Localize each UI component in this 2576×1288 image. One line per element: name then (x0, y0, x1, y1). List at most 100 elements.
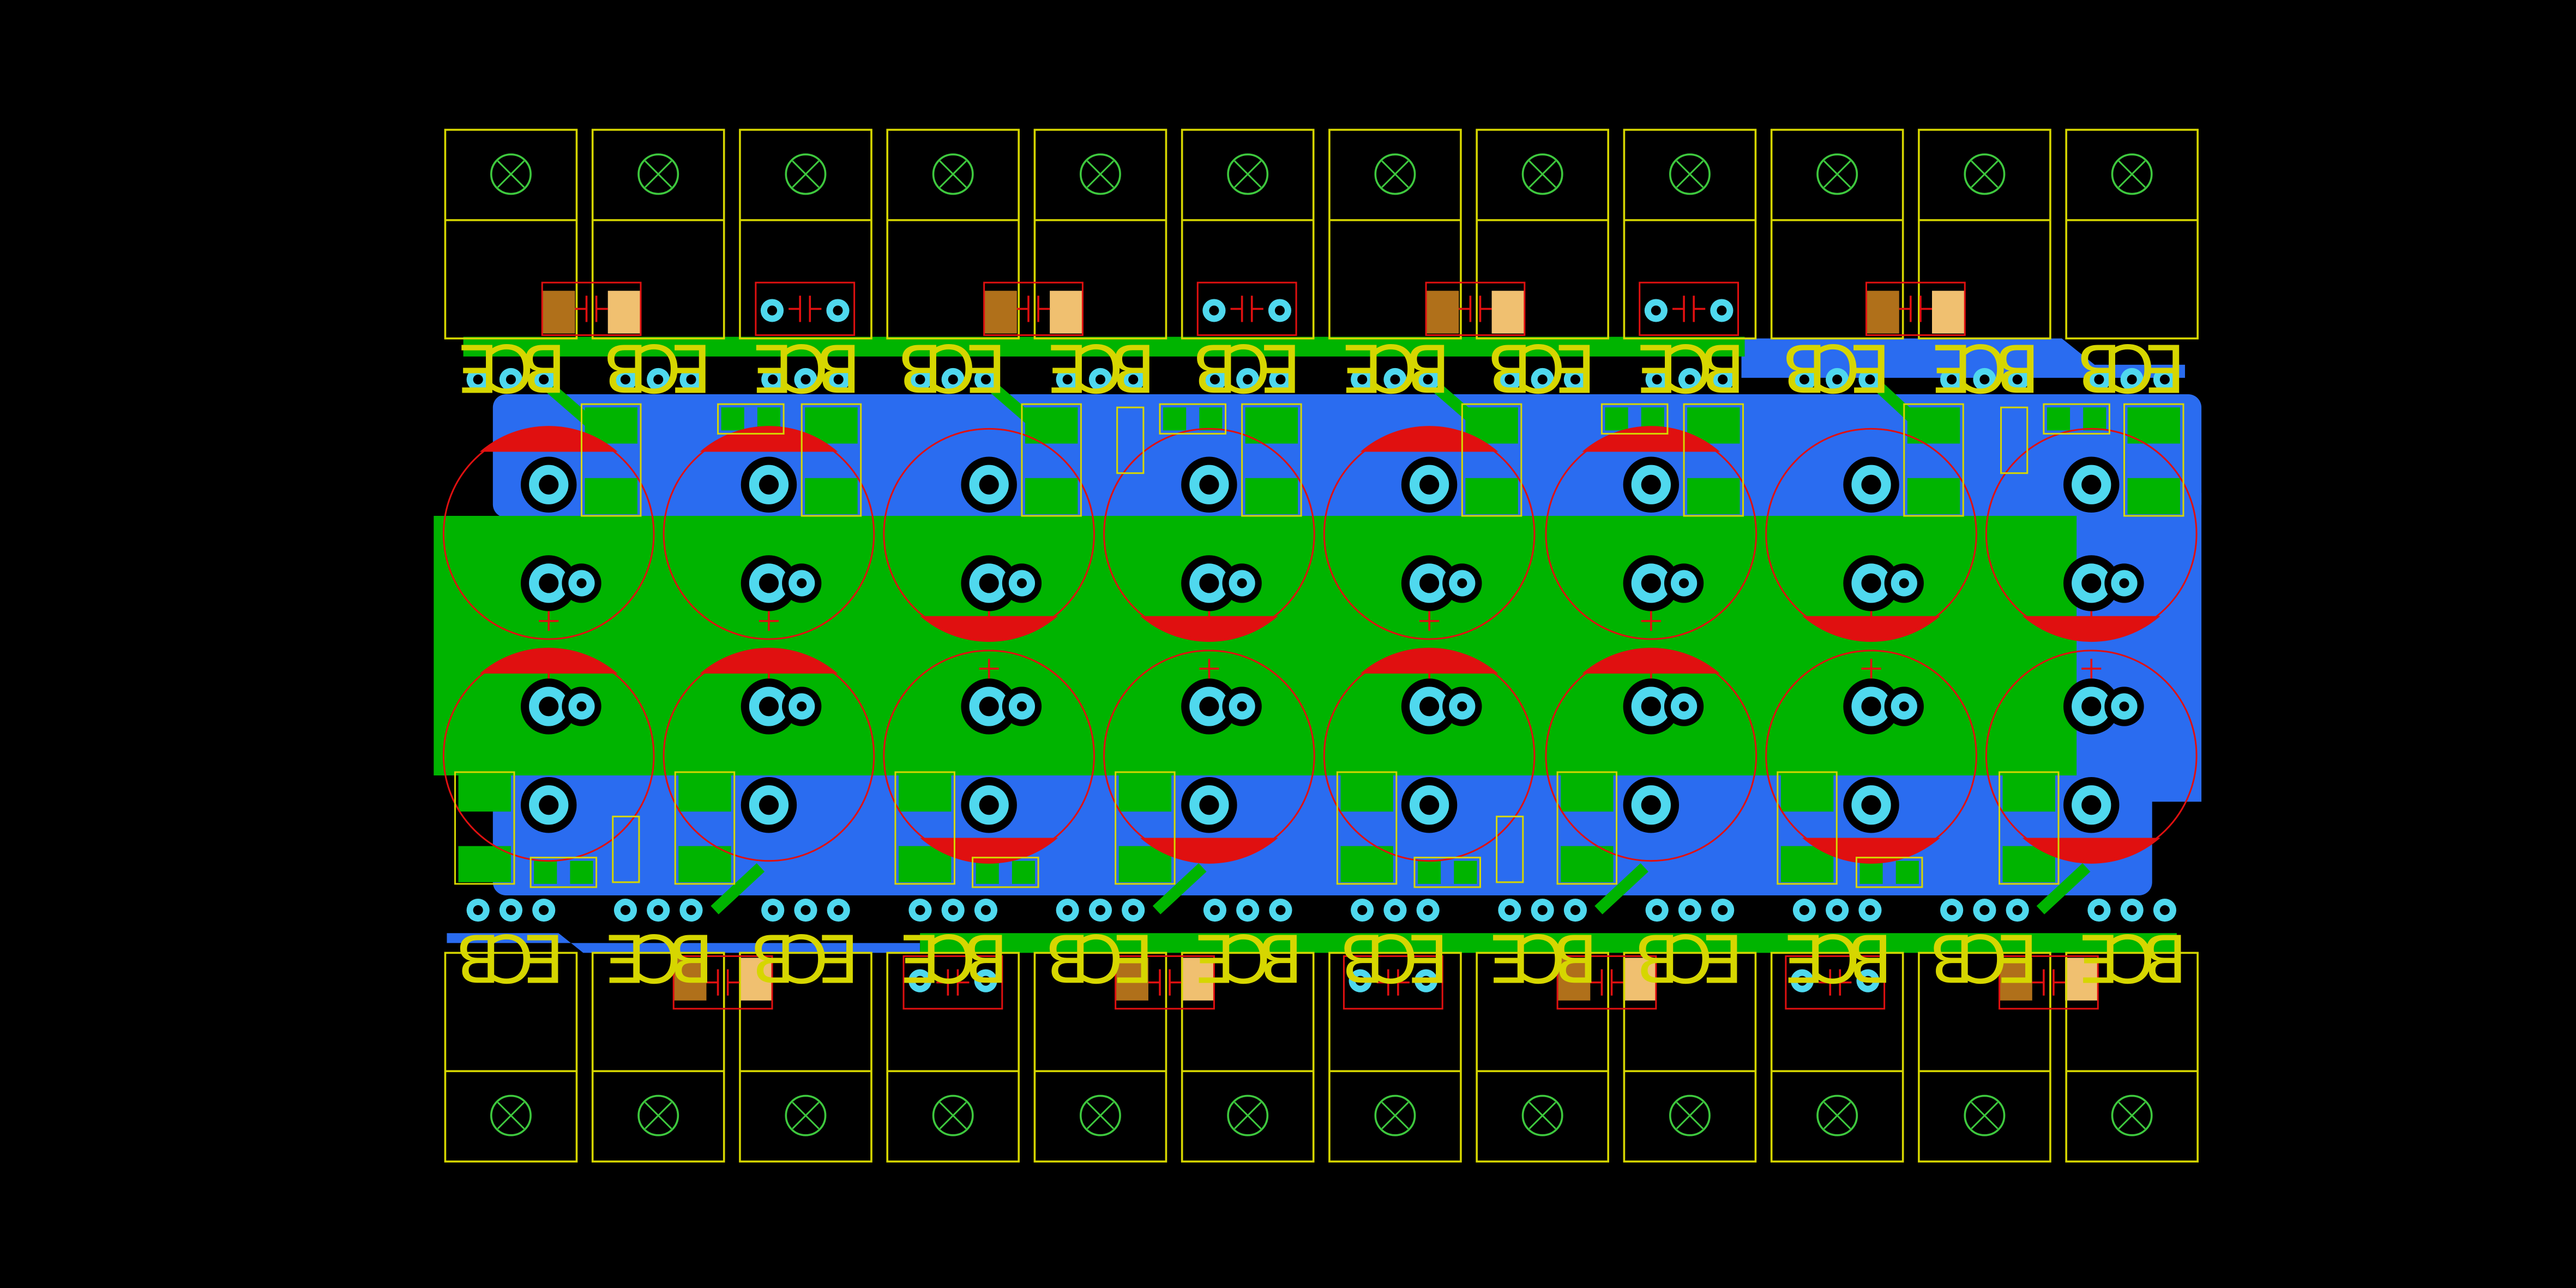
electrolytic-cap-outline (1765, 649, 1977, 862)
drill-hole (2081, 474, 2102, 495)
drill-hole (1865, 374, 1875, 384)
pin-label: C (1667, 919, 1713, 995)
pin-label: B (1340, 919, 1385, 995)
resistor-pad (678, 846, 731, 882)
pin-label: C (1667, 329, 1713, 406)
pin-label: E (1849, 329, 1891, 406)
transistor-outline-bottom (1328, 952, 1462, 1163)
drill-hole (1274, 305, 1285, 316)
pin-label: E (899, 919, 941, 995)
pin-label: B (1193, 329, 1238, 406)
cap-courtyard (1785, 955, 1886, 1010)
electrolytic-cap-outline (1103, 649, 1315, 862)
drill-hole (1419, 795, 1440, 815)
drill-hole (1016, 701, 1027, 712)
plus-mark-icon (759, 611, 779, 631)
pin-label: B (816, 329, 861, 406)
drill-hole (1423, 905, 1433, 916)
plus-mark-icon (539, 659, 559, 679)
cap-courtyard (1196, 281, 1297, 336)
capacitor-symbol-icon (575, 296, 608, 322)
capacitor-symbol-icon (2032, 969, 2066, 996)
drill-hole (620, 374, 630, 384)
pin-label: C (1372, 329, 1418, 406)
pin-label: B (1847, 919, 1893, 995)
drill-hole (979, 696, 999, 717)
resistor-outline (801, 403, 862, 517)
electrolytic-cap-outline (442, 428, 655, 640)
smd-pad (1491, 291, 1525, 334)
drill-hole (767, 305, 778, 316)
pin-label: E (1341, 329, 1383, 406)
small-resistor-outline (529, 857, 598, 888)
smd-pad (1426, 291, 1459, 334)
transistor-outline-top (444, 129, 578, 340)
drill-hole (1679, 701, 1689, 712)
resistor-pad (1907, 478, 1960, 514)
transistor-outline-bottom (1476, 952, 1609, 1163)
cap-courtyard (1556, 955, 1657, 1010)
drill-hole (1799, 905, 1809, 916)
bottom-trace-bottom-rail (447, 933, 920, 953)
pin-label: B (1995, 329, 2040, 406)
transistor-outline-top (739, 129, 872, 340)
mounting-cross-icon (1676, 160, 1704, 188)
top-rail-upper (463, 336, 1745, 357)
small-resistor-outline (717, 403, 785, 435)
drill-hole (539, 696, 559, 717)
electrolytic-cap-outline (1985, 649, 2198, 862)
resistor-pad (1561, 846, 1614, 882)
drill-hole (2119, 578, 2129, 588)
polarity-band (479, 426, 618, 452)
pin-label: C (1814, 919, 1860, 995)
smd-pad (1557, 958, 1591, 1001)
mounting-cross-icon (645, 1102, 672, 1129)
electrolytic-cap-outline (1545, 649, 1758, 862)
plus-mark-icon (1419, 659, 1440, 679)
electrolytic-cap-outline (883, 649, 1096, 862)
resistor-pad (458, 846, 511, 882)
drill-hole (1863, 976, 1873, 986)
resistor-pad (1859, 860, 1883, 884)
drill-hole (797, 701, 807, 712)
resistor-pad (1418, 860, 1441, 884)
resistor-pad (1780, 775, 1834, 812)
mounting-cross-icon (2118, 1102, 2146, 1129)
electrolytic-cap-outline (1323, 428, 1536, 640)
drill-hole (1423, 374, 1433, 384)
pin-label: E (2144, 329, 2186, 406)
pin-label: E (1702, 919, 1743, 995)
drill-hole (1861, 573, 1881, 593)
transistor-outline-top (1328, 129, 1462, 340)
pin-label: E (1489, 919, 1530, 995)
pin-label: C (1078, 329, 1123, 406)
electrolytic-cap-outline (663, 649, 875, 862)
pin-label: B (1487, 329, 1532, 406)
drill-hole (539, 795, 559, 815)
resistor-pad (678, 775, 731, 812)
mounting-cross-icon (1086, 160, 1115, 188)
plus-mark-icon (539, 611, 559, 631)
drill-hole (1419, 474, 1440, 495)
resistor-pad (976, 860, 999, 884)
small-resistor-outline (972, 857, 1039, 888)
resistor-outline (1903, 403, 1964, 517)
drill-hole (653, 905, 664, 916)
drill-hole (1199, 573, 1219, 593)
pin-label: C (2109, 329, 2155, 406)
drill-hole (759, 696, 779, 717)
drill-hole (473, 374, 483, 384)
mounting-hole-icon (785, 153, 827, 195)
mounting-hole-icon (1669, 1094, 1711, 1136)
cap-courtyard (1865, 281, 1966, 336)
mounting-cross-icon (1381, 1102, 1409, 1129)
mounting-hole-icon (1521, 1094, 1563, 1136)
drill-hole (1504, 905, 1515, 916)
drill-hole (759, 795, 779, 815)
drill-hole (1062, 905, 1073, 916)
drill-hole (1128, 374, 1139, 384)
diagonal-trace (1152, 863, 1207, 914)
small-resistor-outline (2043, 403, 2110, 435)
plus-mark-icon (1199, 611, 1219, 631)
drill-hole (1209, 305, 1219, 316)
